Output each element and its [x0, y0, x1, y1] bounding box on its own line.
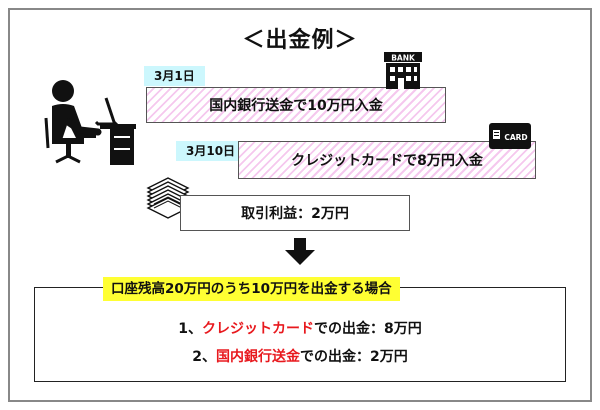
deposit-event-box: 国内銀行送金で10万円入金: [146, 87, 446, 123]
person-at-computer-icon: [44, 80, 136, 165]
line-method-highlight: クレジットカード: [202, 321, 314, 337]
event-label: クレジットカードで8万円入金: [291, 153, 483, 169]
withdrawal-result-box: [34, 287, 566, 382]
date-badge: 3月1日: [144, 66, 205, 86]
withdrawal-line-1: 1、クレジットカードでの出金：8万円: [34, 318, 566, 338]
bank-building-icon: BANK: [384, 52, 422, 89]
down-arrow-icon: [285, 238, 315, 265]
deposit-event-box: クレジットカードで8万円入金: [238, 141, 536, 179]
date-badge: 3月10日: [176, 141, 246, 161]
withdrawal-line-2: 2、国内銀行送金での出金：2万円: [34, 346, 566, 366]
money-stack-icon: [146, 177, 190, 219]
line-prefix: 2、: [192, 349, 216, 365]
event-label: 国内銀行送金で10万円入金: [209, 98, 383, 114]
card-text: CARD: [504, 133, 527, 142]
line-suffix: での出金：8万円: [314, 321, 422, 337]
credit-card-icon: CARD: [489, 123, 531, 149]
profit-box: 取引利益：2万円: [180, 195, 410, 231]
line-suffix: での出金：2万円: [300, 349, 408, 365]
line-method-highlight: 国内銀行送金: [216, 349, 300, 365]
scenario-heading: 口座残高20万円のうち10万円を出金する場合: [103, 277, 400, 301]
profit-label: 取引利益：2万円: [241, 206, 349, 222]
line-prefix: 1、: [178, 321, 202, 337]
diagram-title: ＜出金例＞: [242, 28, 358, 53]
bank-sign-text: BANK: [391, 54, 416, 63]
